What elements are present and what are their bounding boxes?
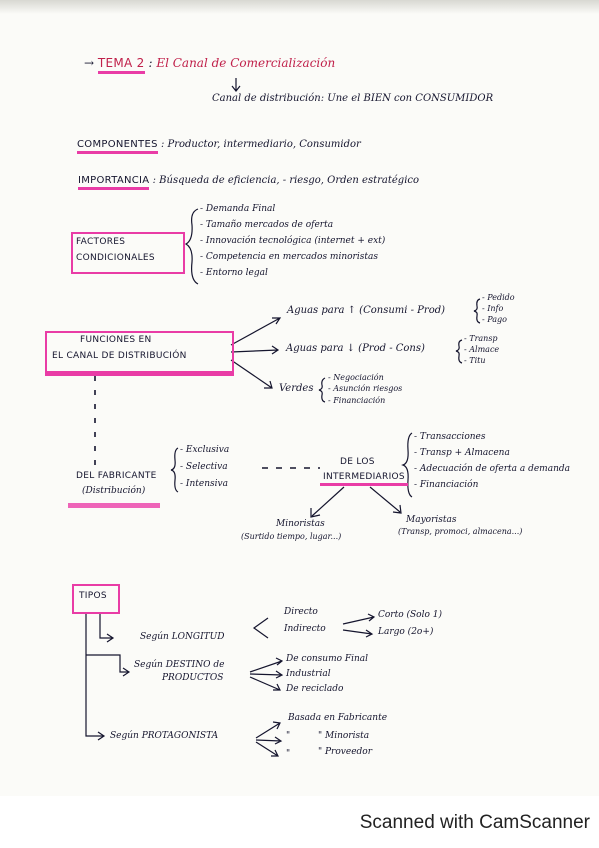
- arrow-minoristas: [310, 486, 345, 518]
- verdes-item: - Asunción riesgos: [328, 384, 403, 393]
- tipos-label: TIPOS: [79, 591, 107, 601]
- importancia-label: IMPORTANCIA: [78, 175, 150, 190]
- importancia-line: IMPORTANCIA : Búsqueda de eficiencia, - …: [78, 175, 420, 190]
- factores-label-1: FACTORES: [76, 237, 126, 247]
- arrow-consumo-final: [249, 657, 284, 673]
- brace-aguas-up: [473, 298, 481, 324]
- protagonista-item: Basada en Fabricante: [288, 713, 388, 723]
- arrow-protagonista: [85, 612, 106, 741]
- destino-item: De reciclado: [286, 684, 344, 694]
- tema-colon: :: [148, 56, 153, 70]
- minoristas-sub: (Surtido tiempo, lugar...): [241, 532, 342, 541]
- protagonista-item: " Minorista: [318, 731, 370, 741]
- intermediarios-item: - Financiación: [414, 480, 479, 490]
- verdes-item: - Negociación: [328, 373, 384, 382]
- brace-intermediarios: [401, 432, 413, 498]
- arrow-largo: [342, 629, 374, 638]
- arrow-fabricante: [255, 721, 281, 739]
- fabricante-item: - Selectiva: [180, 462, 228, 472]
- arrow-destino: [86, 654, 131, 677]
- componentes-text: : Productor, intermediario, Consumidor: [160, 139, 361, 150]
- aguas-up-item: - Info: [482, 304, 504, 313]
- canal-arrow: [231, 78, 241, 92]
- brace-aguas-down: [455, 339, 463, 364]
- tema-arrow: →: [84, 56, 95, 70]
- corto-label: Corto (Solo 1): [378, 610, 442, 620]
- minoristas-label: Minoristas: [276, 519, 325, 529]
- canal-definition: Canal de distribución: Une el BIEN con C…: [212, 93, 494, 104]
- aguas-up-item: - Pedido: [482, 293, 515, 302]
- funciones-box: [45, 331, 234, 376]
- connector-lines: [85, 78, 481, 757]
- ditto-mark: ": [286, 749, 291, 759]
- arrow-mayoristas: [369, 486, 402, 514]
- factor-item: - Competencia en mercados minoristas: [200, 252, 378, 262]
- intermediarios-item: - Adecuación de oferta a demanda: [414, 464, 570, 474]
- largo-label: Largo (2o+): [378, 627, 434, 637]
- fabricante-label-2: (Distribución): [82, 486, 146, 496]
- fabricante-item: - Exclusiva: [180, 445, 230, 455]
- arrow-verdes: [230, 359, 273, 389]
- importancia-text: : Búsqueda de eficiencia, - riesgo, Orde…: [152, 175, 420, 186]
- factores-box: [71, 232, 185, 274]
- funciones-label-2: EL CANAL DE DISTRIBUCIÓN: [52, 351, 187, 361]
- arrow-reciclado: [249, 676, 281, 691]
- page-top-edge: [0, 0, 599, 14]
- factor-item: - Entorno legal: [200, 268, 268, 278]
- arrow-aguas-down: [230, 345, 280, 355]
- factor-item: - Tamaño mercados de oferta: [200, 220, 334, 230]
- tema-header: → TEMA 2 : El Canal de Comercialización: [84, 56, 336, 74]
- funciones-label-1: FUNCIONES EN: [80, 335, 152, 345]
- tipos-box: [72, 584, 120, 614]
- directo-label: Directo: [284, 607, 318, 617]
- arrow-longitud: [99, 612, 115, 643]
- factores-brace: [184, 208, 199, 285]
- tema-label: TEMA 2: [97, 56, 145, 74]
- componentes-label: COMPONENTES: [77, 139, 158, 154]
- factores-label-2: CONDICIONALES: [76, 253, 155, 263]
- aguas-down-label: Aguas para ↓ (Prod - Cons): [286, 343, 425, 354]
- arrow-corto: [342, 613, 376, 625]
- destino-label-1: Según DESTINO de: [134, 660, 225, 670]
- intermediarios-item: - Transacciones: [414, 432, 486, 442]
- aguas-down-item: - Transp: [464, 334, 498, 343]
- destino-item: Industrial: [286, 669, 331, 679]
- componentes-line: COMPONENTES : Productor, intermediario, …: [77, 139, 361, 154]
- aguas-down-item: - Titu: [464, 356, 486, 365]
- brace-fabricante: [170, 447, 179, 493]
- factor-item: - Innovación tecnológica (internet + ext…: [200, 236, 386, 246]
- tema-title: El Canal de Comercialización: [156, 56, 336, 70]
- mayoristas-sub: (Transp, promoci, almacena...): [398, 527, 523, 536]
- scanner-watermark: Scanned with CamScanner: [359, 812, 590, 833]
- destino-item: De consumo Final: [286, 654, 369, 664]
- indirecto-label: Indirecto: [284, 624, 326, 634]
- arrow-minorista: [255, 736, 283, 745]
- protagonista-item: " Proveedor: [318, 747, 372, 757]
- verdes-label: Verdes: [279, 383, 314, 394]
- notebook-page: → TEMA 2 : El Canal de Comercialización …: [0, 0, 599, 759]
- arrow-proveedor: [255, 741, 279, 757]
- brace-verdes: [318, 377, 326, 403]
- verdes-item: - Financiación: [328, 396, 386, 405]
- factor-item: - Demanda Final: [200, 204, 276, 214]
- protagonista-label: Según PROTAGONISTA: [110, 731, 219, 741]
- intermediarios-label-2: INTERMEDIARIOS: [320, 472, 408, 486]
- fabricante-item: - Intensiva: [180, 479, 228, 489]
- aguas-up-item: - Pago: [482, 315, 507, 324]
- intermediarios-item: - Transp + Almacena: [414, 448, 510, 458]
- aguas-up-label: Aguas para ↑ (Consumi - Prod): [287, 305, 446, 316]
- longitud-label: Según LONGITUD: [140, 632, 225, 642]
- destino-label-2: PRODUCTOS: [162, 673, 224, 683]
- mayoristas-label: Mayoristas: [406, 515, 457, 525]
- intermediarios-label-1: DE LOS: [340, 457, 375, 467]
- ditto-mark: ": [286, 731, 291, 741]
- chevron-longitud: [252, 617, 269, 639]
- arrow-aguas-up: [230, 317, 282, 346]
- fabricante-label-1: DEL FABRICANTE: [76, 471, 157, 481]
- arrow-industrial: [249, 670, 284, 679]
- fabricante-highlight: [68, 503, 160, 508]
- aguas-down-item: - Almace: [464, 345, 500, 354]
